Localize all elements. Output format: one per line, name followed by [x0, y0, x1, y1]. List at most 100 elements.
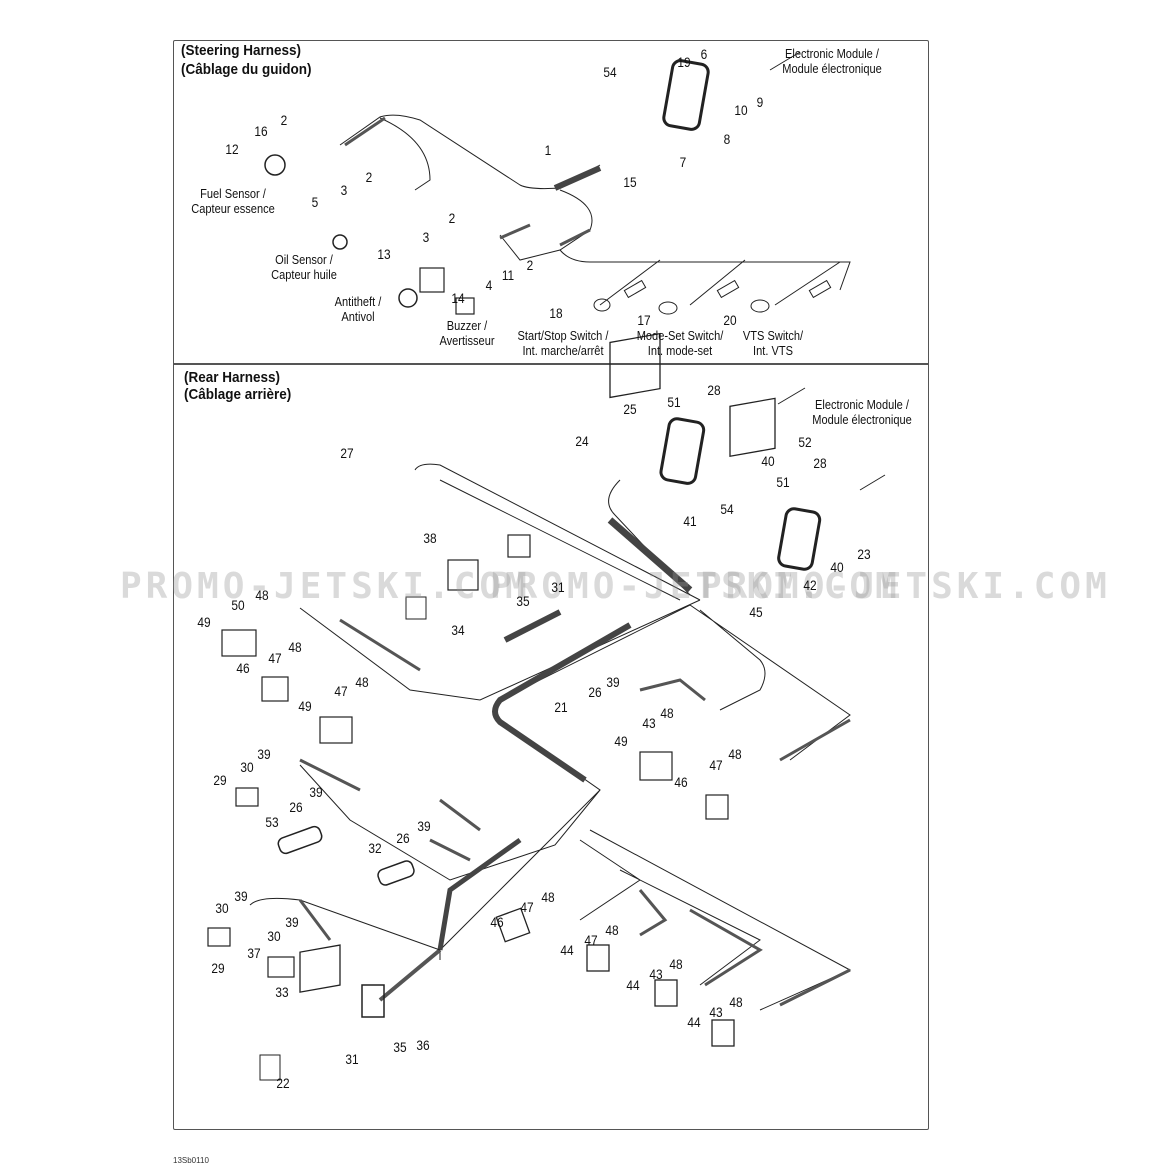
part-callout: 40 — [830, 559, 844, 575]
part-callout: 52 — [798, 434, 812, 450]
watermark: PROMO-JETSKI.COM — [490, 566, 901, 607]
part-callout: 2 — [365, 169, 373, 185]
part-callout: 41 — [683, 513, 697, 529]
component-label-line: Start/Stop Switch / — [517, 328, 609, 343]
part-callout: 26 — [289, 799, 303, 815]
part-callout: 32 — [368, 840, 382, 856]
part-callout: 6 — [700, 46, 708, 62]
steering-title-en: (Steering Harness) — [181, 42, 302, 59]
part-callout: 51 — [776, 474, 790, 490]
component-label-line: Electronic Module / — [785, 46, 879, 61]
part-callout: 2 — [448, 210, 456, 226]
part-callout: 2 — [526, 257, 534, 273]
component-label-line: Int. mode-set — [647, 343, 713, 358]
part-callout: 35 — [516, 593, 530, 609]
part-callout: 28 — [813, 455, 827, 471]
component-label-line: Int. VTS — [753, 343, 793, 358]
component-label: Electronic Module /Module électronique — [782, 46, 882, 76]
part-callout: 48 — [355, 674, 369, 690]
component-label: Electronic Module /Module électronique — [812, 397, 912, 427]
part-callout: 42 — [803, 577, 817, 593]
steering-title-fr: (Câblage du guidon) — [181, 61, 312, 78]
part-callout: 50 — [231, 597, 245, 613]
component-label-line: Module électronique — [782, 61, 882, 76]
part-callout: 37 — [247, 945, 261, 961]
part-callout: 14 — [451, 290, 465, 306]
part-callout: 26 — [588, 684, 602, 700]
part-callout: 11 — [501, 267, 515, 283]
component-label-line: Capteur huile — [271, 267, 337, 282]
part-callout: 43 — [709, 1004, 723, 1020]
part-callout: 45 — [749, 604, 763, 620]
part-callout: 43 — [642, 715, 656, 731]
part-callout: 39 — [234, 888, 248, 904]
part-callout: 8 — [723, 131, 731, 147]
part-callout: 36 — [416, 1037, 430, 1053]
part-callout: 5 — [311, 194, 319, 210]
part-callout: 9 — [756, 94, 764, 110]
part-callout: 4 — [485, 277, 493, 293]
component-label-line: Buzzer / — [446, 318, 488, 333]
component-label: Fuel Sensor /Capteur essence — [191, 186, 275, 216]
component-label-line: Module électronique — [812, 412, 912, 427]
part-callout: 46 — [490, 914, 504, 930]
figure-code: 13Sb0110 — [173, 1156, 209, 1165]
part-callout: 7 — [679, 154, 687, 170]
component-label-line: Capteur essence — [191, 201, 275, 216]
part-callout: 39 — [606, 674, 620, 690]
part-callout: 48 — [288, 639, 302, 655]
component-label: Start/Stop Switch /Int. marche/arrêt — [518, 328, 609, 358]
part-callout: 54 — [603, 64, 617, 80]
part-callout: 54 — [720, 501, 734, 517]
component-label: Oil Sensor /Capteur huile — [271, 252, 337, 282]
component-label-line: Avertisseur — [439, 333, 495, 348]
component-label-line: Fuel Sensor / — [200, 186, 266, 201]
part-callout: 48 — [729, 994, 743, 1010]
part-callout: 3 — [422, 229, 430, 245]
rear-title-en: (Rear Harness) — [184, 369, 281, 386]
part-callout: 13 — [377, 246, 391, 262]
part-callout: 15 — [623, 174, 637, 190]
part-callout: 1 — [544, 142, 552, 158]
part-callout: 39 — [285, 914, 299, 930]
part-callout: 39 — [257, 746, 271, 762]
component-label-line: Antitheft / — [334, 294, 382, 309]
part-callout: 31 — [345, 1051, 359, 1067]
part-callout: 44 — [626, 977, 640, 993]
watermark: PROMO-JETSKI.COM — [120, 566, 531, 607]
part-callout: 34 — [451, 622, 465, 638]
part-callout: 29 — [211, 960, 225, 976]
part-callout: 47 — [520, 899, 534, 915]
rear-title-fr: (Câblage arrière) — [184, 386, 292, 403]
part-callout: 48 — [728, 746, 742, 762]
part-callout: 48 — [669, 956, 683, 972]
component-label-line: VTS Switch/ — [742, 328, 804, 343]
part-callout: 48 — [660, 705, 674, 721]
part-callout: 20 — [723, 312, 737, 328]
part-callout: 31 — [551, 579, 565, 595]
part-callout: 46 — [674, 774, 688, 790]
watermark: PROMO-JETSKI.COM — [700, 566, 1111, 607]
part-callout: 21 — [554, 699, 568, 715]
part-callout: 47 — [268, 650, 282, 666]
part-callout: 39 — [309, 784, 323, 800]
part-callout: 27 — [340, 445, 354, 461]
part-callout: 48 — [541, 889, 555, 905]
component-label: Buzzer /Avertisseur — [439, 318, 494, 348]
part-callout: 2 — [280, 112, 288, 128]
part-callout: 28 — [707, 382, 721, 398]
part-callout: 35 — [393, 1039, 407, 1055]
part-callout: 47 — [334, 683, 348, 699]
part-callout: 16 — [254, 123, 268, 139]
part-callout: 49 — [614, 733, 628, 749]
part-callout: 53 — [265, 814, 279, 830]
part-callout: 19 — [677, 54, 691, 70]
part-callout: 10 — [734, 102, 748, 118]
component-label: Antitheft /Antivol — [335, 294, 382, 324]
part-callout: 33 — [275, 984, 289, 1000]
part-callout: 30 — [240, 759, 254, 775]
part-callout: 26 — [396, 830, 410, 846]
part-callout: 49 — [197, 614, 211, 630]
part-callout: 43 — [649, 966, 663, 982]
